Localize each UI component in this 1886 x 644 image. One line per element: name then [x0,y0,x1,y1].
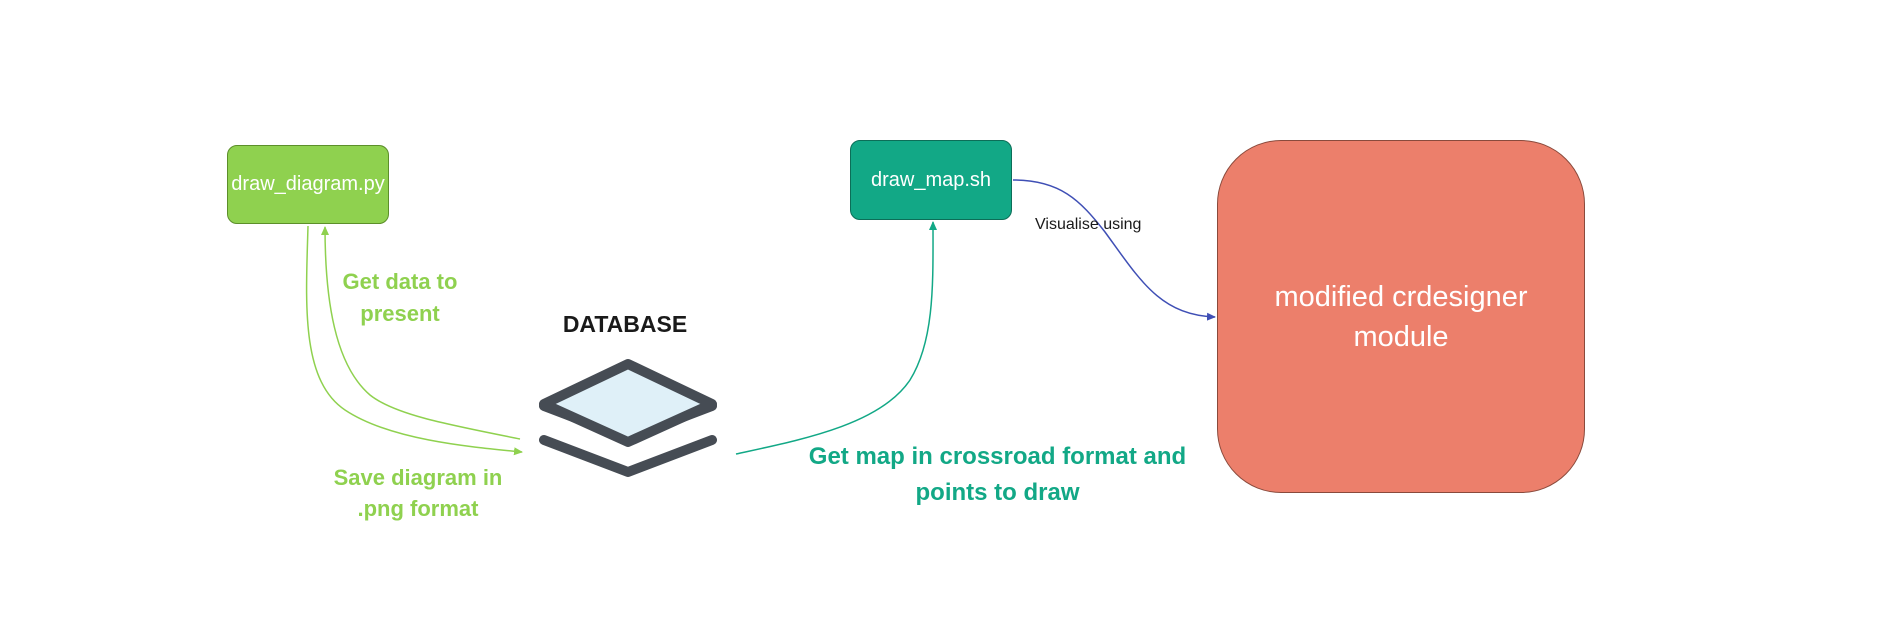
edge-save-diagram [305,225,523,456]
get-map-label: Get map in crossroad format and points t… [808,443,1187,506]
edge-get-map [735,221,938,455]
draw-map-node[interactable]: draw_map.sh [850,140,1012,220]
database-title: DATABASE [562,311,688,337]
get-data-label: Get data to present [342,269,458,326]
crdesigner-node[interactable]: modified crdesigner module [1217,140,1585,493]
database-layer-top [539,359,717,447]
draw-diagram-node[interactable]: draw_diagram.py [227,145,389,224]
database-layers-icon [539,359,717,477]
crdesigner-label: modified crdesigner module [1274,280,1528,353]
visualise-label: Visualise using [1035,216,1142,233]
database-layer-bottom [539,435,717,477]
draw-map-label: draw_map.sh [870,168,992,191]
draw-diagram-label: draw_diagram.py [231,173,385,195]
save-diagram-label: Save diagram in .png format [333,465,503,521]
edge-visualise [1012,179,1216,321]
edge-get-data [321,226,521,440]
